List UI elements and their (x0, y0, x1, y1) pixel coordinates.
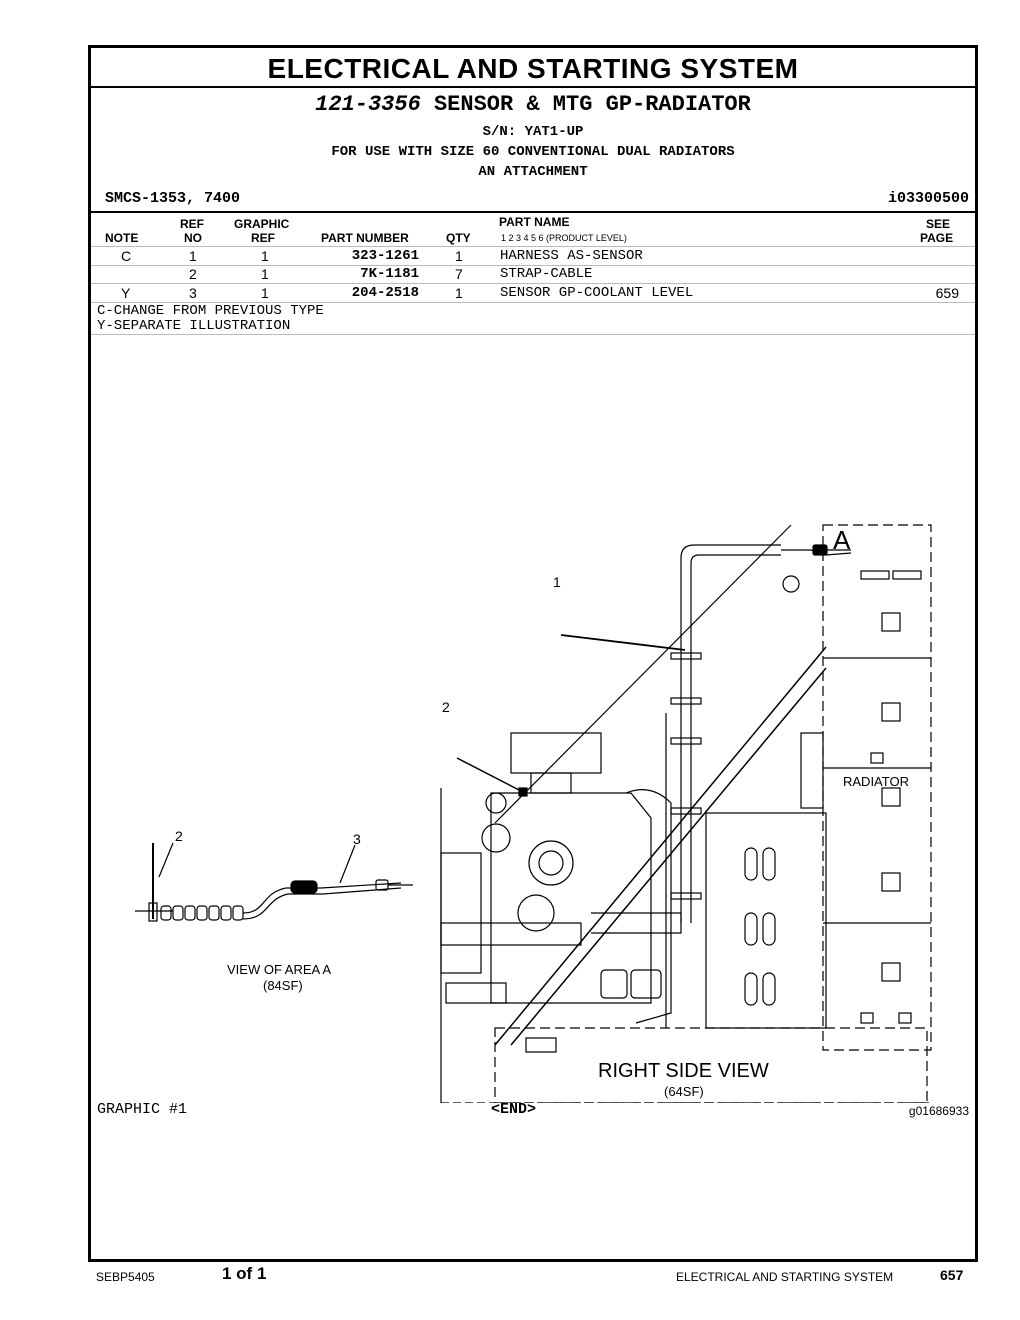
footer-section: ELECTRICAL AND STARTING SYSTEM (676, 1270, 894, 1284)
row-graphic: 1 (261, 248, 269, 264)
footer-page-number: 657 (940, 1267, 964, 1283)
area-a-label: A (833, 525, 851, 555)
usage-text: FOR USE WITH SIZE 60 CONVENTIONAL DUAL R… (331, 144, 735, 160)
section-title: ELECTRICAL AND STARTING SYSTEM (91, 48, 975, 88)
row-ref: 1 (189, 248, 197, 264)
row-part-name: HARNESS AS-SENSOR (500, 248, 643, 264)
col-ref-header-bottom: NO (184, 231, 202, 245)
row-divider (91, 246, 975, 247)
callout-label-2-detail: 2 (175, 828, 183, 844)
row-part-name: STRAP-CABLE (500, 266, 593, 282)
callout-leader-3 (339, 844, 356, 884)
col-see-header-bottom: PAGE (920, 231, 954, 245)
view-a-detail (135, 843, 413, 922)
page-frame: ELECTRICAL AND STARTING SYSTEM 121-3356 … (88, 45, 978, 1262)
note-separate: Y-SEPARATE ILLUSTRATION (97, 318, 291, 334)
row-ref: 3 (189, 285, 197, 301)
callout-leader-2b (158, 842, 174, 878)
row-ref: 2 (189, 266, 197, 282)
attachment-text: AN ATTACHMENT (478, 164, 588, 180)
view-a-caption: VIEW OF AREA A (227, 962, 332, 977)
end-marker: <END> (491, 1101, 537, 1118)
callout-label-2: 2 (442, 699, 450, 715)
row-graphic: 1 (261, 285, 269, 301)
row-part-number: 323-1261 (351, 248, 419, 264)
right-view-scale: (64SF) (664, 1084, 704, 1099)
row-part-number: 7K-1181 (360, 266, 419, 282)
row-part-name: SENSOR GP-COOLANT LEVEL (500, 285, 694, 301)
row-divider (91, 302, 975, 303)
parts-illustration (135, 524, 932, 1103)
graphic-id: g01686933 (908, 1104, 969, 1118)
product-levels: 1 2 3 4 5 6 (PRODUCT LEVEL) (501, 233, 627, 243)
group-name: SENSOR & MTG GP-RADIATOR (433, 92, 751, 117)
footer-doc-id: SEBP5405 (96, 1270, 155, 1284)
row-qty: 1 (455, 285, 463, 301)
row-divider (91, 265, 975, 266)
col-graphic-header-bottom: REF (251, 231, 275, 245)
group-title: 121-3356 SENSOR & MTG GP-RADIATOR (91, 92, 975, 117)
footer-page-of: 1 of 1 (222, 1264, 267, 1283)
col-note-header: NOTE (105, 231, 139, 245)
strap-marker (518, 787, 528, 797)
radiator-label: RADIATOR (843, 774, 909, 789)
callout-label-3: 3 (353, 831, 361, 847)
row-divider (91, 283, 975, 284)
row-note: Y (121, 285, 131, 301)
header-divider (91, 211, 975, 213)
callout-leader-2 (456, 757, 520, 791)
col-part-number-header: PART NUMBER (321, 231, 409, 245)
callout-leader-1 (560, 634, 686, 651)
row-qty: 7 (455, 266, 463, 282)
smcs-code: SMCS-1353, 7400 (105, 190, 241, 207)
right-view-caption: RIGHT SIDE VIEW (598, 1060, 769, 1082)
row-part-number: 204-2518 (351, 285, 419, 301)
col-qty-header: QTY (446, 231, 471, 245)
group-number: 121-3356 (315, 92, 421, 117)
col-ref-header-top: REF (180, 217, 204, 231)
row-qty: 1 (455, 248, 463, 264)
col-graphic-header-top: GRAPHIC (234, 217, 290, 231)
row-graphic: 1 (261, 266, 269, 282)
row-divider (91, 334, 975, 335)
ident-code: i03300500 (887, 190, 969, 207)
callout-label-1: 1 (553, 574, 561, 590)
col-see-header-top: SEE (926, 217, 951, 231)
row-see-page: 659 (935, 285, 959, 301)
serial-number: S/N: YAT1-UP (482, 124, 584, 140)
right-side-view (440, 524, 932, 1103)
row-note: C (121, 248, 132, 264)
graphic-label: GRAPHIC #1 (97, 1101, 188, 1118)
col-part-name-header: PART NAME (499, 215, 570, 229)
view-a-scale: (84SF) (263, 978, 303, 993)
note-change: C-CHANGE FROM PREVIOUS TYPE (97, 303, 324, 319)
